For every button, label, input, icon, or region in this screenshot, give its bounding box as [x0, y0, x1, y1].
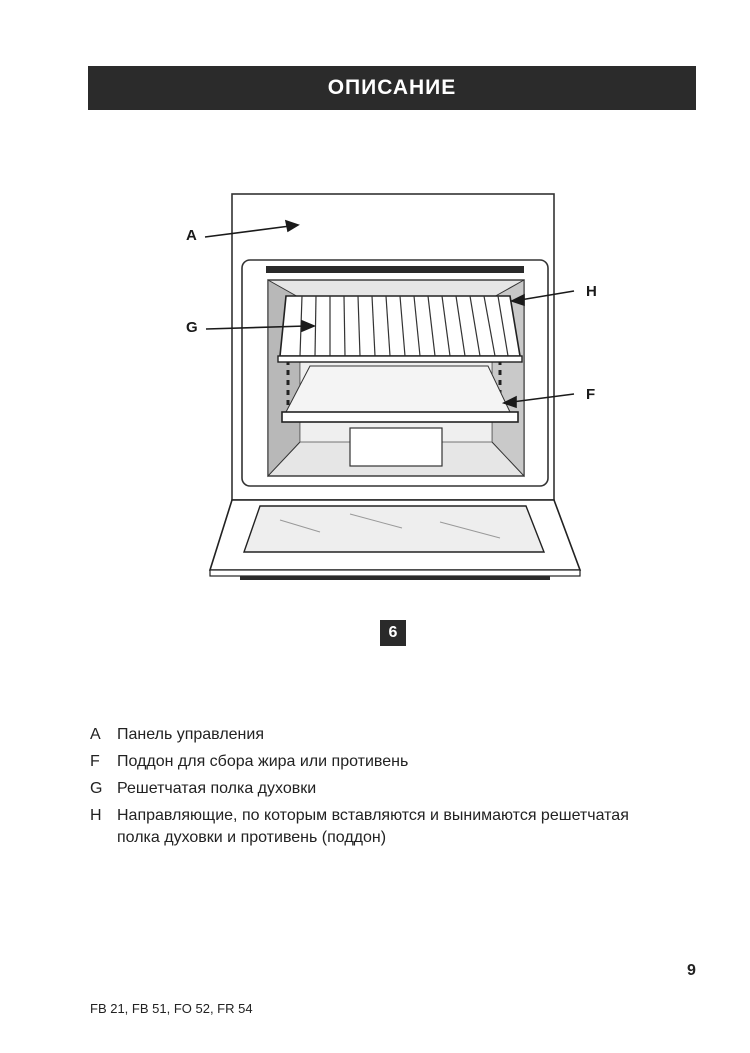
legend-list: A Панель управления F Поддон для сбора ж…	[90, 724, 650, 854]
legend-letter: H	[90, 807, 102, 824]
oven-illustration	[170, 180, 610, 590]
drip-tray	[281, 365, 519, 423]
top-vent	[266, 266, 524, 273]
oven-drawing	[204, 193, 582, 580]
oven-door	[208, 499, 582, 580]
callout-h: H	[586, 283, 597, 300]
cavity-lamp	[349, 427, 443, 467]
legend-text: Решетчатая полка духовки	[117, 780, 317, 797]
legend-item: G Решетчатая полка духовки	[90, 778, 650, 800]
legend-item: A Панель управления	[90, 724, 650, 746]
legend-letter: A	[90, 726, 101, 743]
legend-item: H Направляющие, по которым вставляются и…	[90, 805, 650, 849]
model-list: FB 21, FB 51, FO 52, FR 54	[90, 1001, 253, 1016]
legend-text: Панель управления	[117, 726, 264, 743]
figure-number-badge: 6	[380, 620, 406, 646]
page-number: 9	[687, 962, 696, 979]
legend-text: Поддон для сбора жира или противень	[117, 753, 409, 770]
callout-a: A	[186, 227, 197, 244]
section-header-bar: ОПИСАНИЕ	[88, 66, 696, 110]
leader-lines	[204, 219, 575, 409]
section-title: ОПИСАНИЕ	[327, 76, 457, 99]
legend-letter: F	[90, 753, 100, 770]
legend-item: F Поддон для сбора жира или противень	[90, 751, 650, 773]
legend-text: Направляющие, по которым вставляются и в…	[117, 807, 629, 846]
callout-g: G	[186, 319, 198, 336]
wire-rack	[277, 295, 523, 363]
legend-letter: G	[90, 780, 103, 797]
callout-f: F	[586, 386, 596, 403]
